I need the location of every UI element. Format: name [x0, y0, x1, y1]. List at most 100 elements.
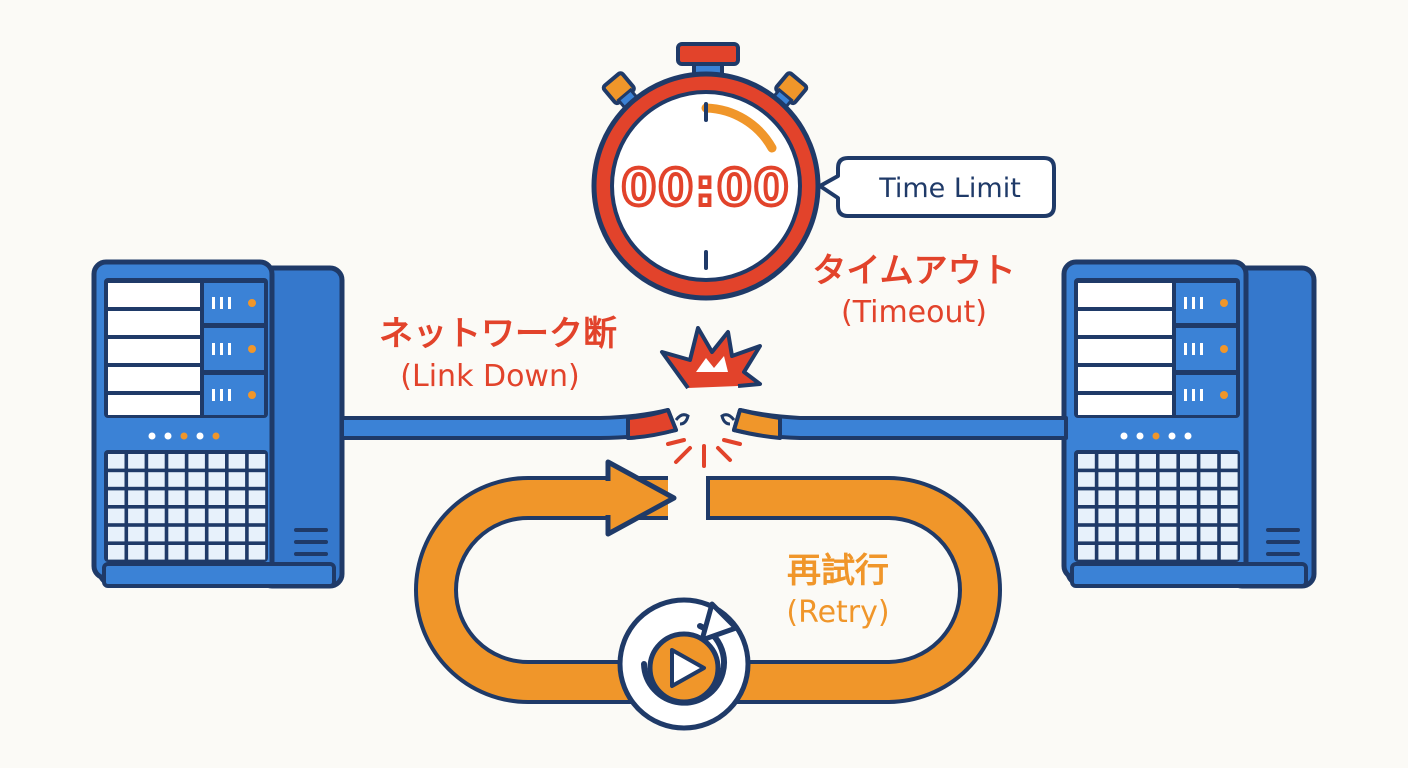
timeout-label-jp: タイムアウト — [812, 251, 1015, 291]
network-cable — [340, 408, 1068, 440]
grille-cell — [1220, 472, 1238, 487]
grille-cell — [1098, 545, 1116, 560]
grille-cell — [168, 508, 185, 524]
grille-cell — [1200, 490, 1218, 505]
left-server-icon — [91, 259, 345, 589]
grille-cell — [208, 508, 225, 524]
grille-cell — [1078, 545, 1095, 560]
grille-cell — [168, 454, 185, 469]
grille-cell — [1098, 454, 1116, 469]
grille-cell — [128, 454, 145, 469]
grille-cell — [1139, 490, 1156, 505]
grille-cell — [1159, 545, 1177, 560]
grille-cell — [228, 490, 246, 505]
grille-cell — [188, 472, 205, 487]
grille-cell — [1118, 472, 1136, 487]
time-limit-callout: Time Limit — [818, 156, 1056, 218]
grille-cell — [108, 545, 125, 560]
grille-cell — [208, 545, 225, 560]
grille-cell — [1139, 545, 1156, 560]
grille-cell — [108, 454, 125, 469]
grille-cell — [1220, 508, 1238, 524]
grille-cell — [188, 454, 205, 469]
grille-cell — [1200, 454, 1218, 469]
grille-cell — [1139, 472, 1156, 487]
stopwatch-icon: 00:00 — [591, 42, 821, 301]
grille-cell — [228, 454, 246, 469]
grille-cell — [148, 490, 165, 505]
grille-cell — [1220, 490, 1238, 505]
grille-cell — [248, 490, 266, 505]
grille-cell — [128, 490, 145, 505]
grille-cell — [108, 526, 125, 542]
grille-cell — [1139, 454, 1156, 469]
grille-cell — [1180, 526, 1197, 542]
grille-cell — [1078, 508, 1095, 524]
grille-cell — [168, 545, 185, 560]
grille-cell — [1098, 472, 1116, 487]
grille-cell — [1180, 454, 1197, 469]
grille-cell — [248, 472, 266, 487]
grille-cell — [1139, 526, 1156, 542]
grille-cell — [128, 526, 145, 542]
grille-cell — [148, 508, 165, 524]
grille-cell — [1220, 526, 1238, 542]
grille-cell — [228, 545, 246, 560]
grille-cell — [1220, 545, 1238, 560]
grille-cell — [248, 526, 266, 542]
grille-cell — [148, 526, 165, 542]
grille-cell — [228, 472, 246, 487]
grille-cell — [208, 472, 225, 487]
grille-cell — [1200, 545, 1218, 560]
time-limit-label: Time Limit — [878, 173, 1021, 204]
grille-cell — [208, 454, 225, 469]
right-server-icon — [1061, 259, 1317, 589]
retry-label-jp: 再試行 — [787, 551, 889, 591]
grille-cell — [108, 472, 125, 487]
grille-cell — [1200, 526, 1218, 542]
grille-cell — [1159, 472, 1177, 487]
stopwatch-display: 00:00 — [621, 159, 790, 217]
grille-cell — [1098, 508, 1116, 524]
grille-cell — [1098, 490, 1116, 505]
grille-cell — [1180, 490, 1197, 505]
grille-cell — [1118, 508, 1136, 524]
retry-label-en: (Retry) — [786, 595, 889, 630]
grille-cell — [188, 508, 205, 524]
grille-cell — [208, 490, 225, 505]
grille-cell — [1078, 526, 1095, 542]
grille-cell — [1180, 508, 1197, 524]
grille-cell — [1078, 490, 1095, 505]
grille-cell — [1159, 526, 1177, 542]
grille-cell — [1159, 454, 1177, 469]
grille-cell — [168, 472, 185, 487]
grille-cell — [148, 545, 165, 560]
link-down-label-en: (Link Down) — [400, 359, 579, 394]
grille-cell — [1159, 490, 1177, 505]
grille-cell — [128, 508, 145, 524]
grille-cell — [1200, 508, 1218, 524]
grille-cell — [188, 490, 205, 505]
grille-cell — [148, 472, 165, 487]
grille-cell — [168, 490, 185, 505]
grille-cell — [248, 454, 266, 469]
grille-cell — [1180, 545, 1197, 560]
grille-cell — [1200, 472, 1218, 487]
grille-cell — [128, 472, 145, 487]
grille-cell — [1098, 526, 1116, 542]
grille-cell — [1118, 526, 1136, 542]
grille-cell — [1159, 508, 1177, 524]
grille-cell — [1118, 454, 1136, 469]
grille-cell — [228, 526, 246, 542]
grille-cell — [168, 526, 185, 542]
grille-cell — [108, 490, 125, 505]
grille-cell — [128, 545, 145, 560]
grille-cell — [1078, 454, 1095, 469]
grille-cell — [1220, 454, 1238, 469]
grille-cell — [1180, 472, 1197, 487]
grille-cell — [1118, 490, 1136, 505]
grille-cell — [188, 526, 205, 542]
grille-cell — [1078, 472, 1095, 487]
